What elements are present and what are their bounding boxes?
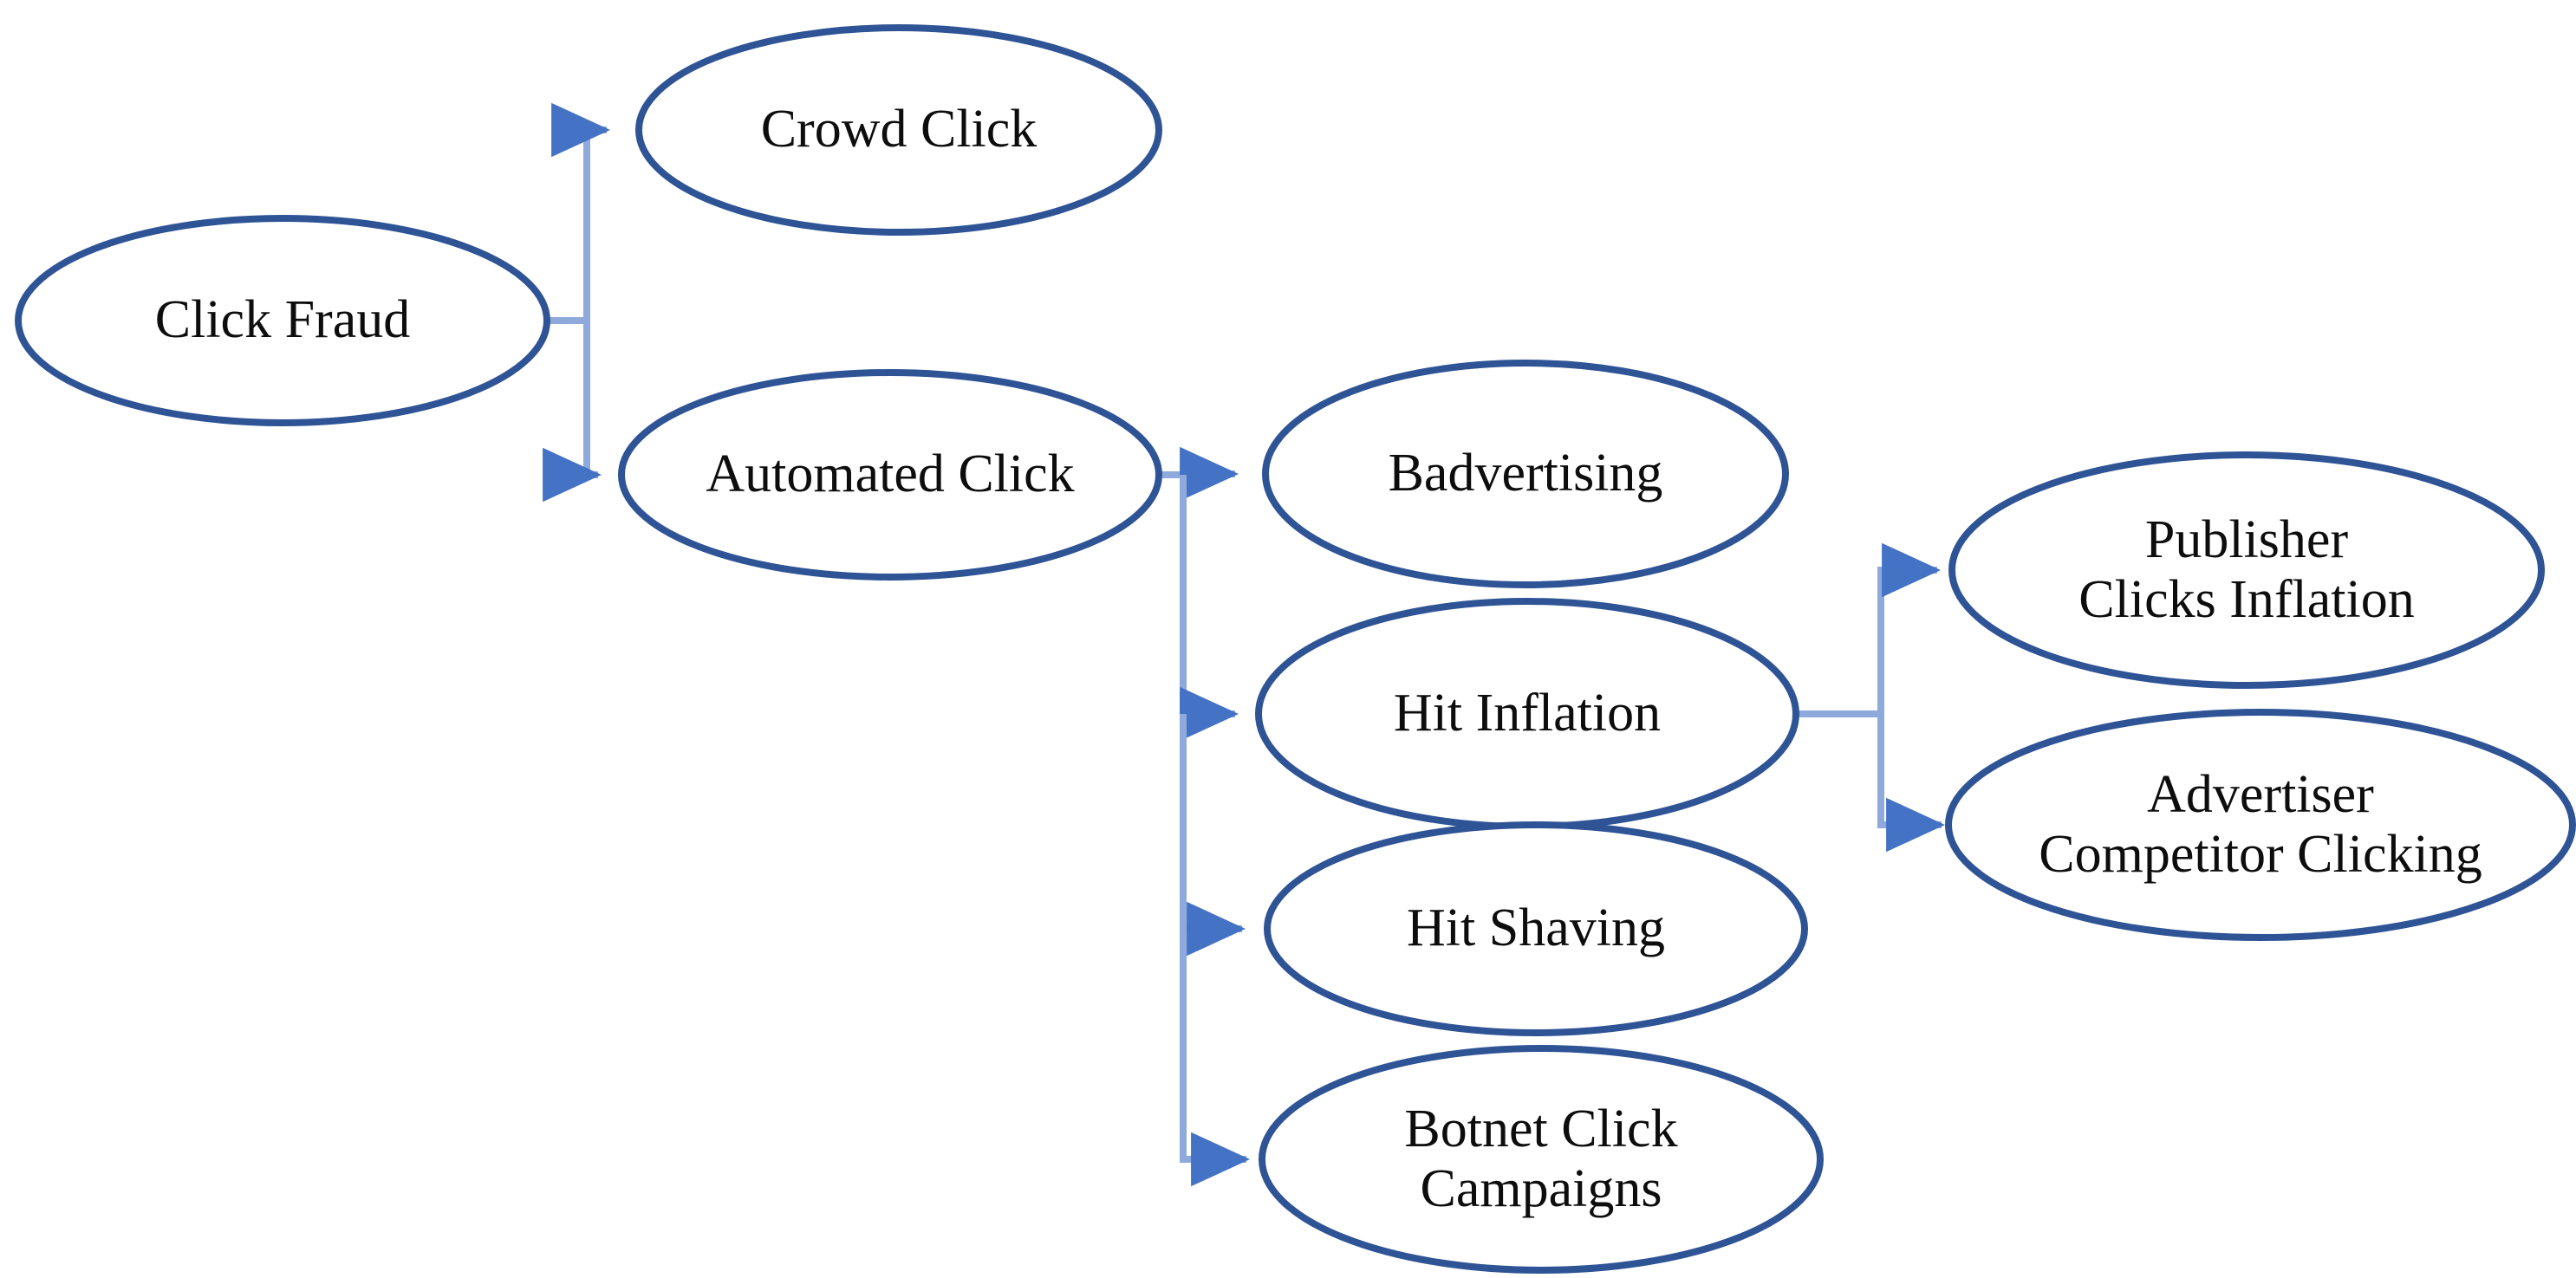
node-hit-shaving[interactable] <box>1264 821 1808 1036</box>
node-hit-inflation[interactable] <box>1255 598 1799 830</box>
edge-click-fraud-automated-click <box>543 317 602 503</box>
node-botnet-click-campaigns[interactable] <box>1259 1045 1824 1274</box>
edge-click-fraud-crowd-click <box>547 102 611 324</box>
connector-line <box>543 317 602 503</box>
edge-automated-click-hit-shaving <box>1180 714 1246 957</box>
connector-line <box>1796 542 1942 717</box>
connector-line <box>1180 929 1251 1187</box>
node-publisher-clicks-inflation[interactable] <box>1948 451 2545 689</box>
edge-hit-inflation-publisher-clicks-inflation <box>1796 542 1942 717</box>
node-crowd-click[interactable] <box>635 24 1162 236</box>
connector-line <box>547 102 611 324</box>
node-click-fraud[interactable] <box>15 215 550 426</box>
edge-automated-click-botnet-click-campaigns <box>1180 929 1251 1187</box>
connector-line <box>1877 714 1946 853</box>
node-badvertising[interactable] <box>1262 360 1789 588</box>
edge-automated-click-badvertising <box>1159 446 1239 502</box>
connector-line <box>1180 475 1239 742</box>
edge-hit-inflation-advertiser-competitor-clicking <box>1877 714 1946 853</box>
connector-line <box>1159 446 1239 502</box>
edge-automated-click-hit-inflation <box>1180 475 1239 742</box>
node-advertiser-competitor-clicking[interactable] <box>1945 709 2576 941</box>
connector-line <box>1180 714 1246 957</box>
node-automated-click[interactable] <box>618 369 1162 581</box>
